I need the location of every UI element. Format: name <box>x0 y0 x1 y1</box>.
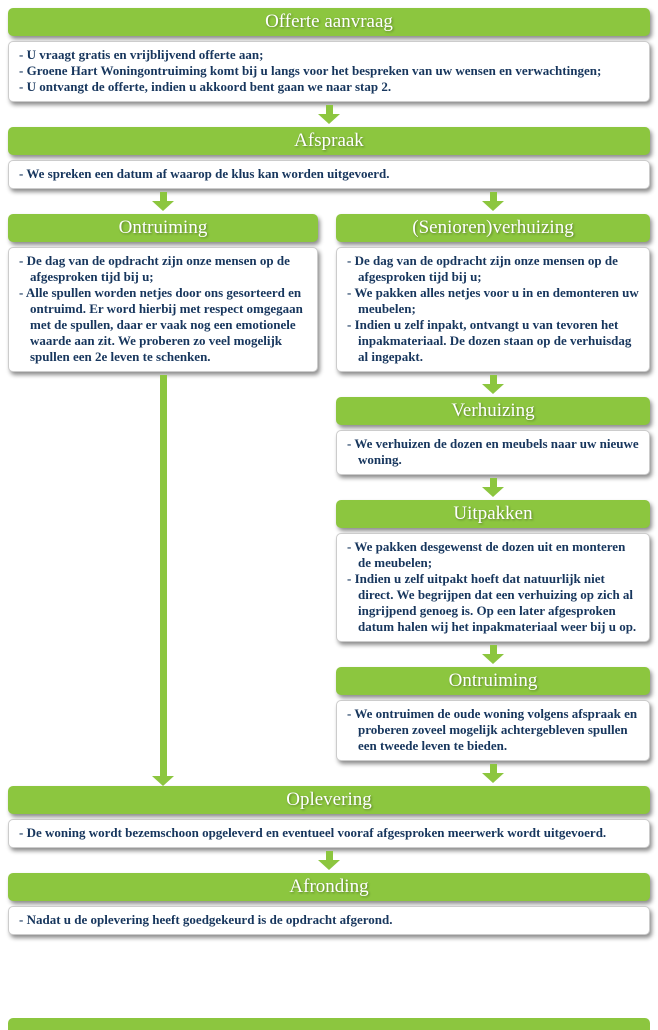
arrow-stem <box>159 375 167 776</box>
node-ontruiming-links-body: - De dag van de opdracht zijn onze mense… <box>8 247 318 372</box>
right-column: (Senioren)verhuizing - De dag van de opd… <box>336 189 650 786</box>
node-uitpakken-body: - We pakken desgewenst de dozen uit en m… <box>336 533 650 642</box>
node-afronding-body: - Nadat u de oplevering heeft goedgekeur… <box>8 906 650 935</box>
arrow-head-icon <box>482 654 504 664</box>
node-ontruiming-links-title: Ontruiming <box>8 214 318 242</box>
bullet-text: - We pakken desgewenst de dozen uit en m… <box>347 539 626 570</box>
bottom-green-bar <box>8 1018 650 1030</box>
node-uitpakken: Uitpakken - We pakken desgewenst de doze… <box>336 500 650 642</box>
left-column: Ontruiming - De dag van de opdracht zijn… <box>8 189 318 786</box>
node-ontruiming-rechts-title: Ontruiming <box>336 667 650 695</box>
arrow-head-icon <box>482 487 504 497</box>
bullet-text: - Indien u zelf uitpakt hoeft dat natuur… <box>347 571 637 634</box>
bullet-text: - De dag van de opdracht zijn onze mense… <box>347 253 618 284</box>
bullet-text: - U vraagt gratis en vrijblijvend offert… <box>19 47 264 62</box>
arrow-stem <box>489 645 497 654</box>
node-ontruiming-rechts-body: - We ontruimen de oude woning volgens af… <box>336 700 650 761</box>
node-afronding: Afronding - Nadat u de oplevering heeft … <box>8 873 650 935</box>
node-verhuizing: Verhuizing - We verhuizen de dozen en me… <box>336 397 650 475</box>
node-offerte-aanvraag: Offerte aanvraag - U vraagt gratis en vr… <box>8 8 650 102</box>
bullet-text: - Nadat u de oplevering heeft goedgekeur… <box>19 912 393 927</box>
bullet-text: - Alle spullen worden netjes door ons ge… <box>19 285 303 364</box>
bullet-text: - We spreken een datum af waarop de klus… <box>19 166 390 181</box>
down-arrow <box>482 764 504 783</box>
bullet-text: - Groene Hart Woningontruiming komt bij … <box>19 63 602 78</box>
node-oplevering-title: Oplevering <box>8 786 650 814</box>
down-arrow <box>482 192 504 211</box>
bullet-text: - De woning wordt bezemschoon opgeleverd… <box>19 825 607 840</box>
node-verhuizing-body: - We verhuizen de dozen en meubels naar … <box>336 430 650 475</box>
bullet-text: - U ontvangt de offerte, indien u akkoor… <box>19 79 392 94</box>
node-offerte-aanvraag-title: Offerte aanvraag <box>8 8 650 36</box>
node-seniorenverhuizing-body: - De dag van de opdracht zijn onze mense… <box>336 247 650 372</box>
two-column-flow: Ontruiming - De dag van de opdracht zijn… <box>8 189 650 786</box>
arrow-head-icon <box>482 201 504 211</box>
arrow-stem <box>325 851 333 860</box>
bullet-text: - We ontruimen de oude woning volgens af… <box>347 706 638 753</box>
node-ontruiming-links: Ontruiming - De dag van de opdracht zijn… <box>8 214 318 372</box>
node-afspraak: Afspraak - We spreken een datum af waaro… <box>8 127 650 189</box>
down-arrow <box>318 105 340 124</box>
arrow-stem <box>489 375 497 384</box>
down-arrow <box>482 645 504 664</box>
node-afspraak-body: - We spreken een datum af waarop de klus… <box>8 160 650 189</box>
bullet-text: - De dag van de opdracht zijn onze mense… <box>19 253 290 284</box>
down-arrow <box>318 851 340 870</box>
node-afspraak-title: Afspraak <box>8 127 650 155</box>
arrow-head-icon <box>152 201 174 211</box>
bullet-text: - We verhuizen de dozen en meubels naar … <box>347 436 639 467</box>
arrow-head-icon <box>318 114 340 124</box>
long-down-arrow <box>8 375 318 786</box>
arrow-stem <box>489 478 497 487</box>
node-ontruiming-rechts: Ontruiming - We ontruimen de oude woning… <box>336 667 650 761</box>
node-afronding-title: Afronding <box>8 873 650 901</box>
arrow-head-icon <box>482 773 504 783</box>
node-oplevering: Oplevering - De woning wordt bezemschoon… <box>8 786 650 848</box>
arrow-stem <box>489 192 497 201</box>
arrow-head-icon <box>318 860 340 870</box>
node-offerte-aanvraag-body: - U vraagt gratis en vrijblijvend offert… <box>8 41 650 102</box>
bullet-text: - We pakken alles netjes voor u in en de… <box>347 285 639 316</box>
down-arrow <box>152 192 174 211</box>
node-seniorenverhuizing: (Senioren)verhuizing - De dag van de opd… <box>336 214 650 372</box>
arrow-head-icon <box>152 776 174 786</box>
arrow-stem <box>159 192 167 201</box>
down-arrow <box>482 375 504 394</box>
node-oplevering-body: - De woning wordt bezemschoon opgeleverd… <box>8 819 650 848</box>
down-arrow <box>482 478 504 497</box>
node-verhuizing-title: Verhuizing <box>336 397 650 425</box>
arrow-stem <box>325 105 333 114</box>
arrow-head-icon <box>482 384 504 394</box>
node-seniorenverhuizing-title: (Senioren)verhuizing <box>336 214 650 242</box>
arrow-stem <box>489 764 497 773</box>
node-uitpakken-title: Uitpakken <box>336 500 650 528</box>
bullet-text: - Indien u zelf inpakt, ontvangt u van t… <box>347 317 632 364</box>
